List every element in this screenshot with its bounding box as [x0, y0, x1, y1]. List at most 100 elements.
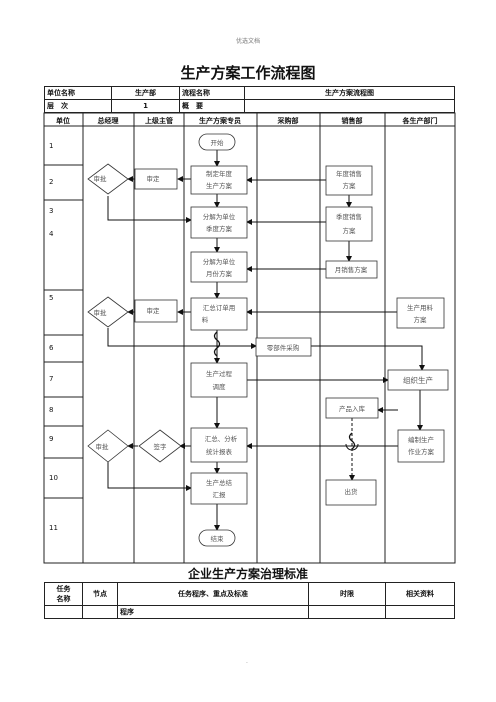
- standard-table: 任务 名称 节点 任务程序、重点及标准 时限 相关资料 程序: [44, 582, 455, 619]
- review-label-1: 审定: [147, 174, 161, 183]
- warehouse-box: [325, 397, 379, 419]
- row-label-7: 7: [49, 375, 53, 383]
- analysis-box: [190, 427, 248, 463]
- month-split-label-1: 分解为单位: [203, 257, 236, 266]
- quarter-sales-label-1: 季度销售: [336, 212, 362, 221]
- col-purchasing: 采购部: [277, 116, 299, 125]
- quarter-sales-label-2: 方案: [343, 226, 357, 235]
- col-gm: 总经理: [98, 116, 119, 125]
- quarter-split-box: [190, 206, 248, 239]
- process-label-1: 生产过程: [206, 369, 233, 378]
- overview-label: 概 要: [179, 99, 245, 113]
- parts-purchase-box: [255, 337, 312, 357]
- col-supervisor: 上级主管: [145, 116, 173, 125]
- quarter-sales-box: [325, 206, 373, 242]
- organize-box: [387, 369, 449, 391]
- quarter-split-label-2: 季度方案: [206, 224, 233, 233]
- watermark: 优选文档: [235, 38, 260, 45]
- row-label-1: 1: [49, 142, 53, 150]
- end-label: 结束: [211, 534, 225, 543]
- shipping-label: 出货: [345, 487, 359, 496]
- annual-sales-box: [325, 165, 373, 196]
- start-node: [198, 133, 236, 151]
- level-label: 层 次: [44, 99, 112, 113]
- month-split-box: [190, 251, 248, 283]
- end-node: [198, 529, 236, 547]
- node-cell: [82, 605, 118, 619]
- shipping-box: [325, 479, 377, 506]
- month-split-label-2: 月份方案: [206, 269, 233, 278]
- level-value: 1: [111, 99, 180, 113]
- annual-sales-label-1: 年度销售: [336, 169, 362, 178]
- annual-plan-box: [190, 165, 248, 195]
- col-depts: 各生产部门: [402, 116, 438, 125]
- row-label-9: 9: [49, 435, 53, 443]
- standard-title: 企业生产方案治理标准: [187, 567, 308, 581]
- ref-header: 相关资料: [385, 582, 455, 606]
- analysis-label-1: 汇总、分析: [205, 434, 238, 443]
- approve-label-1: 审批: [94, 174, 108, 183]
- row-label-11: 11: [49, 524, 58, 532]
- sign-diamond: [138, 429, 182, 463]
- review-box-1: [134, 168, 178, 190]
- wave-connector-2: [348, 432, 356, 450]
- col-unit: 单位: [56, 116, 70, 125]
- col-planner: 生产方案专员: [199, 116, 241, 125]
- month-sales-label: 月销售方案: [335, 265, 368, 274]
- approve-diamond-2: [87, 296, 129, 328]
- procedure-cell: 程序: [117, 605, 309, 619]
- review-label-2: 审定: [147, 306, 161, 315]
- footer-mark: ·: [246, 660, 248, 667]
- ref-cell: [385, 605, 455, 619]
- prod-material-label-2: 方案: [414, 315, 428, 324]
- dept-plan-box: [397, 429, 445, 463]
- row-label-6: 6: [49, 344, 54, 352]
- wave-connector-1: [213, 331, 221, 357]
- prod-material-box: [396, 297, 445, 329]
- start-label: 开始: [211, 138, 225, 147]
- summary-box: [190, 297, 248, 331]
- analysis-label-2: 统计报表: [206, 447, 233, 456]
- overview-value: [244, 99, 455, 113]
- header-table: 单位名称 生产部 流程名称 生产方案流程图 层 次 1 概 要: [44, 86, 455, 113]
- organize-label: 组织生产: [403, 375, 433, 385]
- annual-plan-label-1: 制定年度: [206, 169, 233, 178]
- approve-label-3: 审批: [96, 442, 110, 451]
- parts-purchase-label: 零部件采购: [267, 343, 300, 352]
- prod-material-label-1: 生产用料: [407, 303, 434, 312]
- row-label-10: 10: [49, 474, 58, 482]
- time-cell: [308, 605, 386, 619]
- annual-sales-label-2: 方案: [343, 181, 357, 190]
- quarter-split-label-1: 分解为单位: [203, 212, 236, 221]
- row-label-3: 3: [49, 207, 53, 215]
- task-label-line1: 任务: [56, 585, 71, 593]
- month-sales-box: [325, 260, 378, 279]
- approve-label-2: 审批: [94, 308, 108, 317]
- final-report-label-2: 汇报: [213, 490, 227, 499]
- dept-plan-label-2: 作业方案: [408, 447, 435, 456]
- annual-plan-label-2: 生产方案: [206, 181, 233, 190]
- approve-diamond-3: [87, 429, 129, 463]
- task-name-header: 任务 名称: [44, 582, 83, 606]
- row-label-5: 5: [49, 294, 53, 302]
- time-header: 时限: [308, 582, 386, 606]
- row-label-2: 2: [49, 178, 53, 186]
- dept-plan-label-1: 编制生产: [408, 435, 435, 444]
- loop-symbol: [345, 443, 359, 451]
- sign-label: 签字: [154, 442, 168, 451]
- procedure-header: 任务程序、重点及标准: [117, 582, 309, 606]
- final-report-label-1: 生产总结: [206, 478, 233, 487]
- summary-label-2: 料: [202, 315, 209, 324]
- summary-label-1: 汇总订单用: [203, 303, 236, 312]
- warehouse-label: 产品入库: [339, 404, 366, 413]
- page-title: 生产方案工作流程图: [180, 64, 316, 82]
- task-cell: [44, 605, 83, 619]
- process-box: [190, 362, 248, 398]
- approve-diamond-1: [87, 163, 129, 195]
- row-label-4: 4: [49, 230, 54, 238]
- col-sales: 销售部: [341, 116, 363, 125]
- review-box-2: [134, 299, 178, 323]
- final-report-box: [190, 472, 248, 505]
- row-label-8: 8: [49, 406, 53, 414]
